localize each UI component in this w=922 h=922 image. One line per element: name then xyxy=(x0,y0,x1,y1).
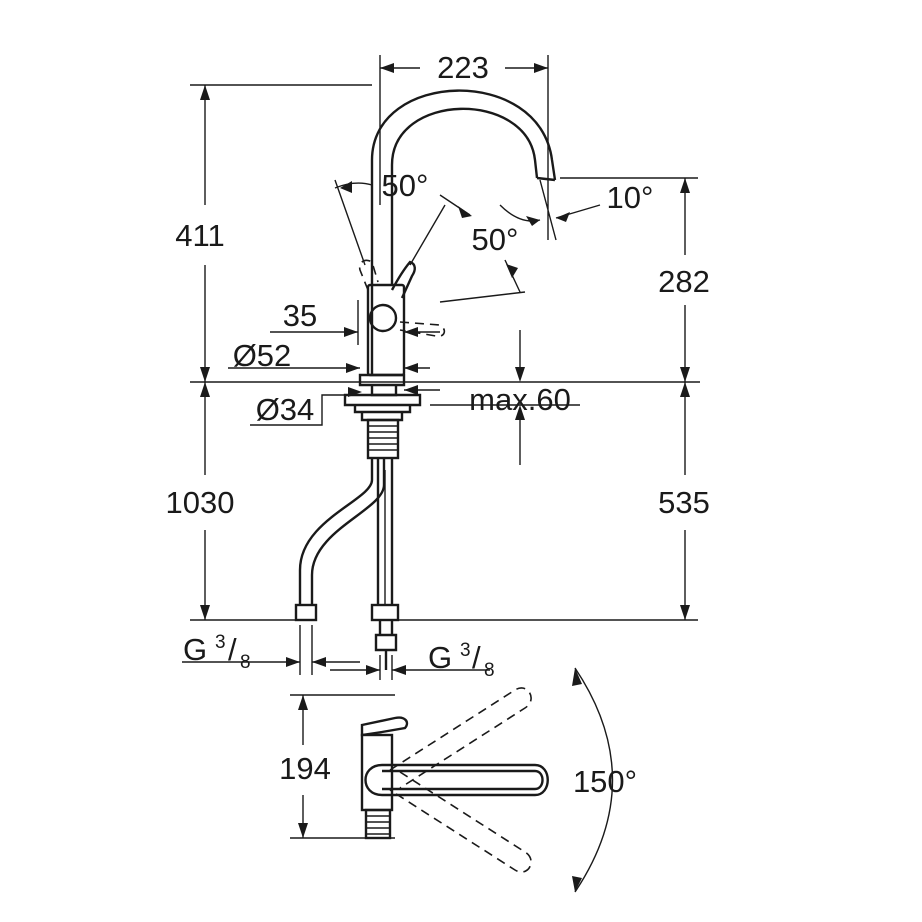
label-plan-depth: 194 xyxy=(279,751,331,786)
faucet-elevation xyxy=(294,89,557,670)
lever-ghost-forward xyxy=(399,321,446,338)
dimension-labels: 223 411 282 1030 535 35 Ø52 Ø34 max.60 1… xyxy=(166,50,710,799)
lever-ghost-back xyxy=(358,259,379,291)
lever-pivot xyxy=(368,303,398,333)
base-ring xyxy=(358,373,406,397)
plan-spout-ghost-down xyxy=(389,771,532,873)
hose-left xyxy=(298,458,386,605)
label-width-top: 223 xyxy=(437,50,489,85)
label-angle-spout-tilt: 10° xyxy=(607,180,654,215)
hose-right xyxy=(376,458,394,605)
svg-text:8: 8 xyxy=(484,660,495,681)
label-max-thickness: max.60 xyxy=(469,382,571,417)
label-diameter-base: Ø52 xyxy=(233,338,292,373)
svg-text:/: / xyxy=(472,640,481,675)
dimension-lines xyxy=(182,55,700,680)
spout xyxy=(370,89,557,205)
plan-shank xyxy=(364,808,392,840)
label-connection-right: G 3 / 8 xyxy=(428,640,495,681)
label-connection-left: G 3 / 8 xyxy=(183,632,251,673)
label-angle-lever-back: 50° xyxy=(382,168,429,203)
svg-text:G: G xyxy=(183,632,207,667)
svg-text:3: 3 xyxy=(215,632,226,653)
label-height-upper: 411 xyxy=(175,218,224,253)
svg-text:8: 8 xyxy=(240,652,251,673)
label-angle-swivel: 150° xyxy=(573,764,637,799)
plan-lever-top xyxy=(360,716,409,737)
mounting-nut xyxy=(343,393,422,422)
svg-text:/: / xyxy=(228,632,237,667)
body-column xyxy=(370,205,394,375)
fitting-left xyxy=(294,603,318,622)
label-hose-length: 535 xyxy=(658,485,710,520)
label-angle-lever-forward: 50° xyxy=(472,222,519,257)
fitting-right xyxy=(370,603,400,622)
valve-tee xyxy=(374,620,398,670)
svg-text:G: G xyxy=(428,640,452,675)
plan-spout xyxy=(364,763,549,797)
label-diameter-shank: Ø34 xyxy=(256,392,315,427)
label-spout-height: 282 xyxy=(658,264,710,299)
faucet-plan-view xyxy=(290,667,614,893)
lever-handle xyxy=(390,260,416,299)
thread-lines xyxy=(368,425,398,451)
svg-text:3: 3 xyxy=(460,640,471,661)
plan-spout-ghost-up xyxy=(389,687,532,789)
label-lever-offset: 35 xyxy=(283,298,317,333)
label-height-total: 1030 xyxy=(166,485,235,520)
